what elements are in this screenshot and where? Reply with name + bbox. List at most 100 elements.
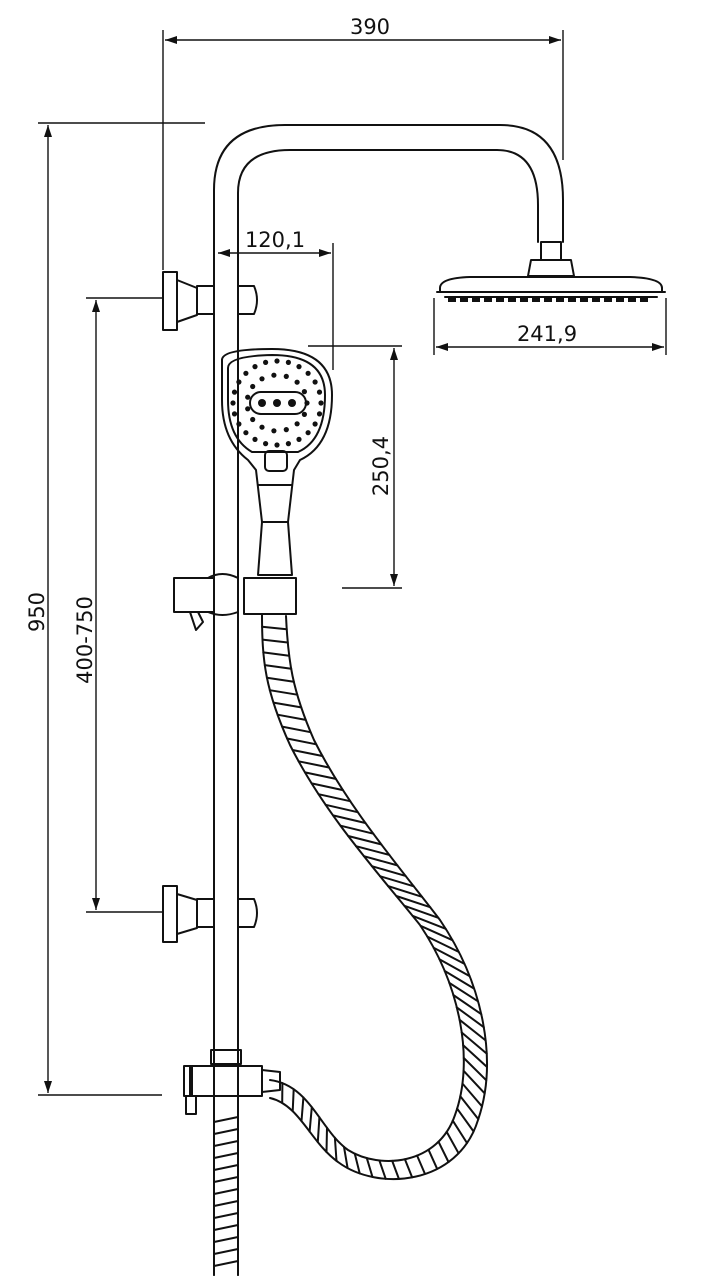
nozzle (508, 297, 516, 302)
spray-dot (236, 379, 242, 385)
spray-dot (263, 441, 269, 447)
hose-rib (347, 835, 383, 846)
hose-rib (426, 935, 460, 953)
lower-rib (213, 1212, 239, 1219)
spray-dot (274, 358, 280, 364)
center-nozzle (273, 399, 281, 407)
hose-rib (262, 651, 291, 657)
hose-rib (462, 1057, 488, 1082)
hose-rib (325, 1126, 328, 1154)
spray-dot (294, 421, 300, 427)
lower-rib (213, 1116, 239, 1123)
spray-dot (236, 421, 242, 427)
nozzle (448, 297, 456, 302)
hose-rib (403, 904, 440, 919)
lower-hose-ribs (213, 1116, 239, 1267)
hose-ribs (261, 625, 488, 1180)
spray-dot (243, 430, 249, 436)
lower-rib (213, 1248, 239, 1255)
hose-rib (291, 749, 324, 757)
hose-rib (272, 701, 303, 709)
spray-dot (316, 411, 323, 417)
diverter-valve (183, 1049, 281, 1115)
nozzle (496, 297, 504, 302)
spray-dot (318, 400, 324, 406)
hose-rib (391, 1159, 400, 1180)
spray-dot (271, 428, 277, 434)
spray-dot (250, 383, 256, 390)
riser-pipe (213, 124, 564, 1276)
dim-label-390: 390 (350, 15, 390, 39)
hose-rib (387, 885, 423, 898)
dim-label-250-4: 250,4 (369, 436, 393, 496)
spray-dot (252, 436, 258, 442)
dimension-head-diameter: 241,9 (433, 298, 667, 355)
dimension-slide-range: 400-750 (73, 297, 163, 913)
hose-rib (276, 713, 307, 721)
hose-rib (365, 1157, 374, 1178)
lower-rib (213, 1224, 239, 1231)
hose-rib (403, 1158, 414, 1179)
spray-dot (245, 406, 251, 412)
hose-rib (437, 1140, 450, 1163)
hose-rib (300, 1096, 305, 1123)
lower-wall-bracket (162, 885, 258, 943)
nozzle (604, 297, 612, 302)
spray-dot (316, 389, 323, 395)
hose-rib (452, 994, 483, 1016)
hose-rib (445, 1130, 460, 1155)
hose-rib (308, 1106, 313, 1133)
dimension-arm-offset: 120,1 (218, 228, 334, 370)
spray-dot (230, 400, 236, 406)
hose-rib (281, 725, 312, 734)
shower-hose (261, 613, 488, 1180)
spray-dot (250, 416, 256, 423)
hose-rib (462, 1044, 488, 1068)
spray-dot (231, 389, 238, 395)
spray-dot (285, 441, 291, 447)
hose-rib (261, 625, 288, 631)
hose-rib (263, 664, 293, 670)
spray-dot (283, 373, 289, 379)
dimension-width-390: 390 (162, 15, 564, 270)
hose-rib (332, 814, 367, 824)
spray-dot (231, 411, 238, 417)
spray-dot (294, 379, 300, 385)
dim-label-400-750: 400-750 (73, 596, 97, 684)
nozzle (580, 297, 588, 302)
sliding-holder (173, 573, 297, 631)
lower-rib (213, 1140, 239, 1147)
hose-rib (462, 1069, 486, 1095)
spray-dot (312, 421, 318, 427)
hose-rib (379, 875, 415, 888)
lower-rib (213, 1176, 239, 1183)
lower-rib (213, 1236, 239, 1243)
lower-rib (213, 1200, 239, 1207)
hose-rib (297, 760, 330, 769)
hose-rib (333, 1136, 338, 1162)
hose-rib (459, 1095, 480, 1121)
center-nozzle (288, 399, 296, 407)
dimension-hand-shower: 250,4 (308, 345, 402, 589)
hose-rib (316, 1116, 321, 1144)
spray-dot (245, 394, 251, 400)
spray-dot (285, 359, 291, 365)
hose-rib (395, 895, 432, 909)
hose-rib (324, 803, 359, 814)
nozzle (460, 297, 468, 302)
nozzle (532, 297, 540, 302)
spray-dot (301, 389, 307, 395)
hose-rib (370, 865, 407, 877)
hose-rib (378, 1159, 387, 1180)
lower-rib (213, 1260, 239, 1267)
nozzle (556, 297, 564, 302)
hose-rib (291, 1088, 295, 1113)
lower-rib (213, 1164, 239, 1171)
hose-rib (265, 676, 295, 683)
lower-rib (213, 1152, 239, 1159)
hose-rib (458, 1018, 487, 1042)
spray-dot (274, 442, 280, 448)
hose-rib (460, 1031, 488, 1055)
dim-label-241-9: 241,9 (517, 322, 577, 346)
